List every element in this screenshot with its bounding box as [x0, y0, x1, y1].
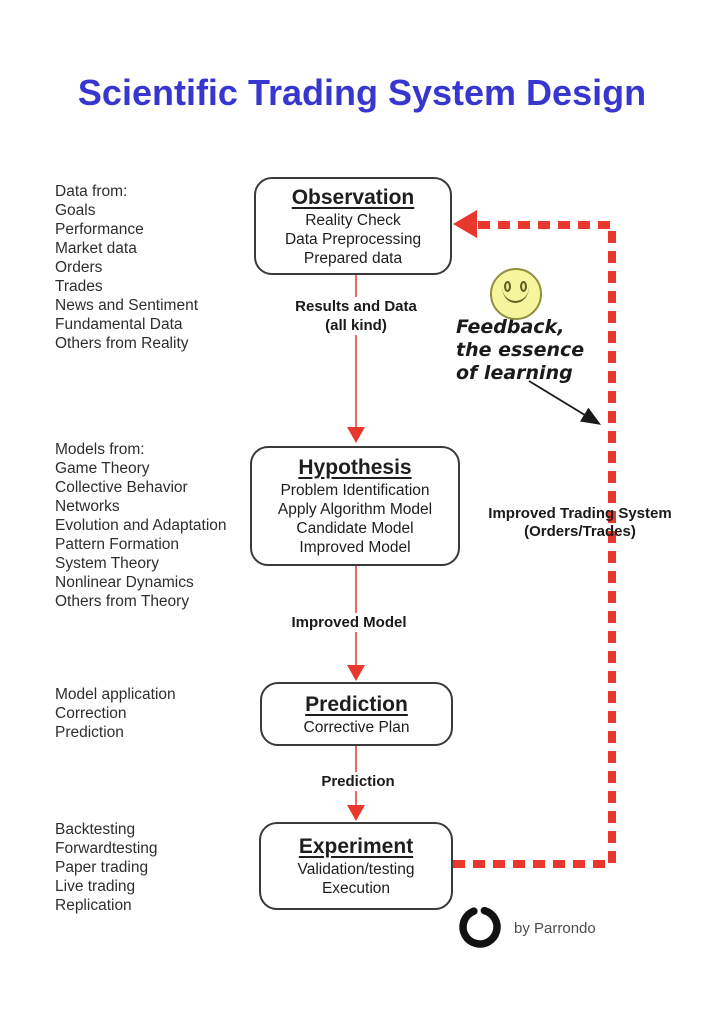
list-line: Correction [55, 705, 127, 722]
list-line: Goals [55, 202, 96, 219]
box-title: Prediction [305, 692, 408, 716]
list-line: Orders [55, 259, 103, 276]
list-data-sources: Data from: Goals Performance Market data… [55, 182, 198, 353]
list-line: System Theory [55, 555, 159, 572]
list-line: Others from Theory [55, 593, 190, 610]
list-line: Pattern Formation [55, 536, 180, 553]
box-line: Problem Identification [280, 482, 430, 499]
arrowhead-experiment [347, 805, 365, 821]
box-line: Execution [321, 880, 391, 897]
feedback-caption: Feedback, the essence of learning [456, 316, 584, 385]
logo-spacer [456, 903, 504, 951]
caption-line: the essence [456, 339, 585, 361]
box-line: Prepared data [303, 249, 403, 267]
arrowhead-prediction [347, 665, 365, 681]
list-line: Live trading [55, 878, 136, 895]
page-title: Scientific Trading System Design [77, 72, 647, 113]
box-experiment: Experiment Validation/testing Execution [259, 822, 453, 910]
list-line: Evolution and Adaptation [55, 517, 227, 534]
arrowhead-hypothesis [347, 427, 365, 443]
label-line: Improved Trading System [488, 505, 672, 522]
list-prediction-activities: Model application Correction Prediction [55, 685, 176, 742]
box-line: Data Preprocessing [284, 230, 422, 248]
list-line: Backtesting [55, 821, 136, 838]
box-observation: Observation Reality Check Data Preproces… [254, 177, 452, 275]
caption-line: Feedback, [456, 316, 565, 338]
smiley-mouth [502, 287, 529, 303]
list-line: Models from: [55, 441, 145, 458]
list-line: Data from: [55, 183, 128, 200]
list-line: Replication [55, 897, 132, 914]
list-line: Performance [55, 221, 144, 238]
box-hypothesis: Hypothesis Problem Identification Apply … [250, 446, 460, 566]
list-line: Market data [55, 240, 137, 257]
label-line: (Orders/Trades) [524, 523, 636, 540]
list-line: Nonlinear Dynamics [55, 574, 194, 591]
box-title: Hypothesis [298, 456, 412, 479]
box-line: Corrective Plan [303, 718, 410, 736]
label-improved-model: Improved Model [279, 613, 419, 632]
label-results-and-data: Results and Data (all kind) [266, 297, 446, 335]
list-line: Collective Behavior [55, 479, 188, 496]
list-line: News and Sentiment [55, 297, 199, 314]
list-line: Trades [55, 278, 103, 295]
box-line: Reality Check [305, 211, 401, 229]
list-line: Fundamental Data [55, 316, 183, 333]
list-model-sources: Models from: Game Theory Collective Beha… [55, 440, 227, 611]
box-line: Improved Model [299, 539, 411, 556]
box-line: Validation/testing [297, 861, 415, 878]
feedback-loop-dashed-line [453, 221, 616, 868]
list-line: Game Theory [55, 460, 150, 477]
list-line: Forwardtesting [55, 840, 158, 857]
feedback-caption-arrow [528, 380, 602, 425]
label-line: (all kind) [325, 317, 387, 334]
box-title: Experiment [298, 835, 414, 858]
label-line: Results and Data [295, 298, 417, 315]
list-line: Prediction [55, 724, 124, 741]
smiley-face-icon [490, 268, 542, 320]
caption-line: of learning [456, 362, 573, 384]
attribution: by Parrondo [456, 903, 596, 951]
attribution-text: by Parrondo [514, 919, 596, 937]
list-line: Model application [55, 686, 176, 703]
enso-brush-circle-logo [459, 906, 501, 948]
label-improved-trading-system: Improved Trading System (Orders/Trades) [468, 505, 692, 541]
label-prediction: Prediction [298, 772, 418, 791]
list-line: Paper trading [55, 859, 149, 876]
box-prediction: Prediction Corrective Plan [260, 682, 453, 746]
feedback-loop-arrowhead [453, 210, 477, 238]
list-experiment-activities: Backtesting Forwardtesting Paper trading… [55, 820, 158, 915]
box-title: Observation [291, 185, 415, 209]
box-line: Apply Algorithm Model [277, 501, 433, 518]
list-line: Others from Reality [55, 335, 189, 352]
list-line: Networks [55, 498, 120, 515]
box-line: Candidate Model [296, 520, 414, 537]
